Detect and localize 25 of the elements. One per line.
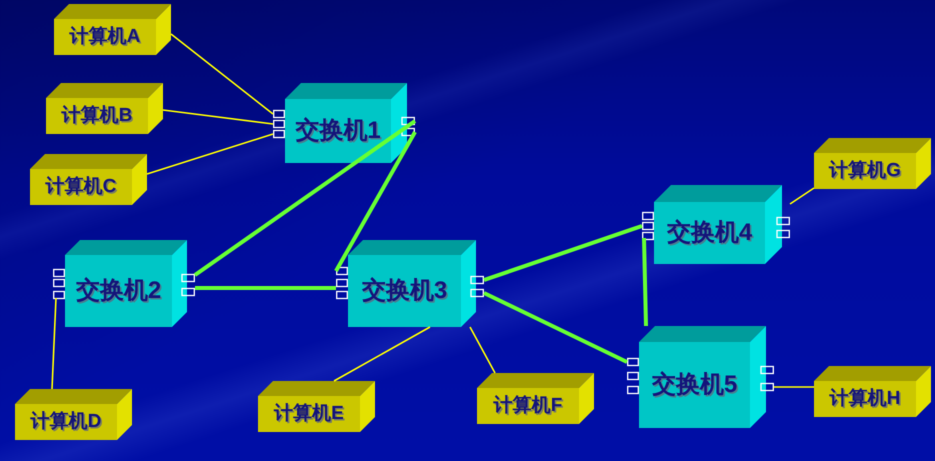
node-label: 交换机2 xyxy=(76,278,162,304)
connector-line xyxy=(195,286,336,290)
connector-line xyxy=(774,386,814,388)
connector-line xyxy=(51,298,57,390)
node-label: 交换机3 xyxy=(362,278,448,304)
connector-line xyxy=(146,133,274,175)
node-label: 计算机C xyxy=(46,177,116,197)
node-label: 计算机H xyxy=(830,389,900,409)
connector-line xyxy=(162,109,274,125)
node-label: 计算机E xyxy=(274,404,344,424)
node-label: 交换机5 xyxy=(652,372,738,398)
node-label: 计算机D xyxy=(30,412,102,432)
connector-line xyxy=(334,326,430,382)
node-label: 计算机F xyxy=(494,396,562,416)
node-label: 交换机4 xyxy=(666,220,752,246)
connector-line xyxy=(334,131,417,272)
connector-line xyxy=(170,33,274,115)
connector-line xyxy=(469,326,496,374)
node-label: 计算机G xyxy=(829,161,901,181)
connector-line xyxy=(642,238,648,326)
connector-line xyxy=(483,224,643,282)
node-label: 计算机B xyxy=(62,106,132,126)
connector-line xyxy=(194,119,416,277)
node-label: 计算机A xyxy=(70,27,140,47)
node-label: 交换机1 xyxy=(295,118,381,144)
